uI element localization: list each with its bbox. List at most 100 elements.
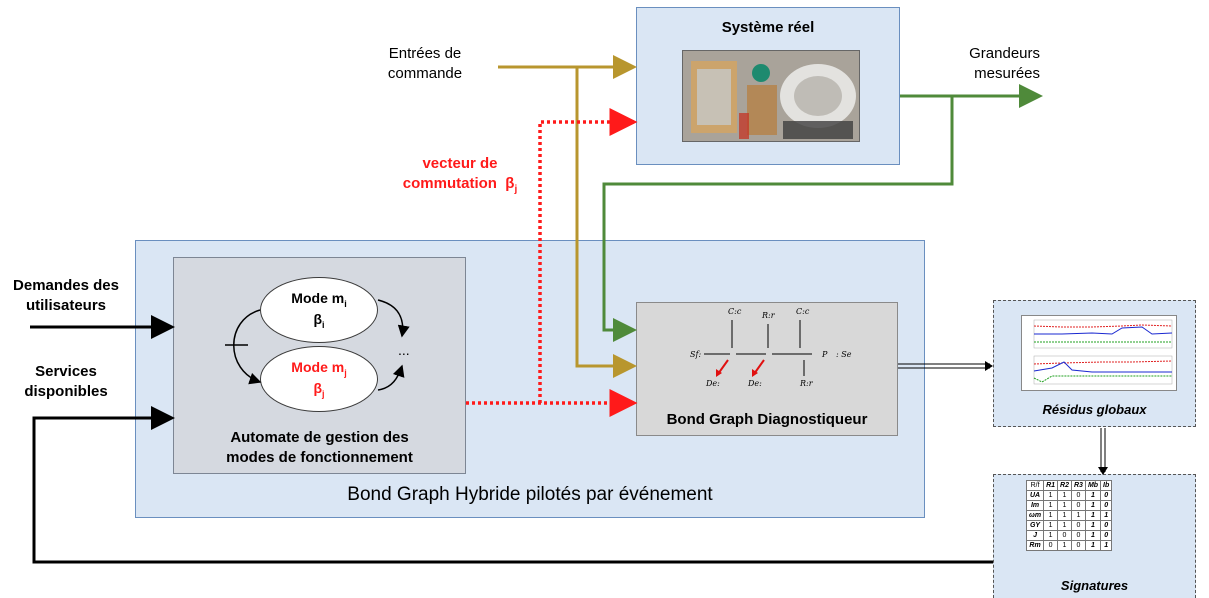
automate-ellipsis: ...: [398, 342, 410, 358]
sig-header-cell: R3: [1070, 480, 1086, 491]
signatures-table: R/f R1 R2 R3 Mb Ib UA 1 1 0 1 0 Im 1 1 0…: [1025, 480, 1113, 551]
sig-header-cell: Mb: [1084, 480, 1102, 491]
grandeurs-mesurees-label: Grandeurs mesurées: [900, 44, 1040, 83]
sig-cell: 0: [1070, 530, 1086, 541]
demandes-utilisateurs-label: Demandes des utilisateurs: [0, 276, 132, 315]
services-line-1: Services: [35, 363, 97, 380]
signatures-row: Rm 0 1 0 1 1: [1025, 540, 1113, 551]
sig-cell: 0: [1070, 520, 1086, 531]
sig-cell: 1: [1100, 540, 1113, 551]
signatures-header-row: R/f R1 R2 R3 Mb Ib: [1025, 480, 1113, 491]
sig-cell: 0: [1070, 500, 1086, 511]
bg-r1-label: R:r: [761, 311, 776, 320]
bg-de1-label: De:: [705, 379, 720, 388]
bond-graph-hybride-title: Bond Graph Hybride pilotés par événement: [347, 484, 713, 505]
sig-cell: 1: [1070, 510, 1086, 521]
vecteur-commutation-label: vecteur de commutation βj: [390, 154, 530, 196]
sig-cell: 0: [1100, 490, 1113, 501]
bg-c2-label: C:c: [796, 307, 810, 316]
residus-globaux-caption: Résidus globaux: [1042, 402, 1147, 417]
sig-cell: GY: [1025, 520, 1045, 531]
mode-j-sub: j: [344, 367, 347, 378]
bg-se-label: : Se: [836, 350, 852, 359]
sig-cell: 1: [1084, 530, 1102, 541]
sig-cell: 1: [1043, 510, 1059, 521]
bg-r2-label: R:r: [799, 379, 814, 388]
bg-de2-label: De:: [747, 379, 762, 388]
sig-cell: 1: [1043, 490, 1059, 501]
automate-caption-line-2: modes de fonctionnement: [226, 448, 413, 466]
sig-cell: 1: [1043, 530, 1059, 541]
vecteur-beta-sub: j: [514, 183, 518, 195]
bond-graph-diagnostiqueur-title: Bond Graph Diagnostiqueur: [666, 411, 868, 428]
sig-cell: 0: [1057, 530, 1072, 541]
grandeurs-line-2: mesurées: [974, 64, 1040, 82]
systeme-reel-title: Système réel: [721, 19, 815, 36]
sig-cell: Rm: [1025, 540, 1045, 551]
mode-j-beta: β: [313, 380, 323, 396]
sig-cell: 1: [1057, 500, 1072, 511]
sig-cell: 1: [1084, 500, 1102, 511]
sig-cell: 1: [1084, 490, 1102, 501]
sig-cell: 0: [1100, 520, 1113, 531]
sig-cell: Im: [1025, 500, 1045, 511]
sig-cell: 1: [1043, 520, 1059, 531]
signatures-table-wrap: R/f R1 R2 R3 Mb Ib UA 1 1 0 1 0 Im 1 1 0…: [1025, 480, 1113, 551]
residus-plot: [1021, 315, 1177, 391]
sig-cell: 0: [1070, 490, 1086, 501]
signatures-row: GY 1 1 0 1 0: [1025, 520, 1113, 531]
signatures-row: UA 1 1 0 1 0: [1025, 490, 1113, 501]
entrees-line-2: commande: [387, 64, 463, 82]
sig-header-cell: R2: [1057, 480, 1072, 491]
sig-cell: 0: [1100, 500, 1113, 511]
signatures-row: J 1 0 0 1 0: [1025, 530, 1113, 541]
demandes-line-1: Demandes des: [13, 277, 119, 294]
services-disponibles-label: Services disponibles: [0, 362, 132, 401]
sig-cell: 1: [1084, 540, 1102, 551]
sig-header-cell: Ib: [1100, 480, 1113, 491]
sig-cell: 0: [1070, 540, 1086, 551]
mode-i-beta-sub: i: [322, 319, 325, 330]
sig-cell: 1: [1084, 520, 1102, 531]
sig-header-cell: R1: [1043, 480, 1059, 491]
signatures-row: ωm 1 1 1 1 1: [1025, 510, 1113, 521]
systeme-reel-photo: [682, 50, 860, 142]
sig-cell: 1: [1057, 520, 1072, 531]
mode-j-beta-sub: j: [322, 388, 325, 399]
sig-cell: J: [1025, 530, 1045, 541]
sig-cell: 1: [1057, 510, 1072, 521]
sig-cell: 1: [1057, 490, 1072, 501]
automate-caption-line-1: Automate de gestion des: [230, 429, 409, 446]
vecteur-beta: β: [505, 174, 515, 192]
signatures-row: Im 1 1 0 1 0: [1025, 500, 1113, 511]
mode-i-ellipse: Mode mi βi: [260, 277, 378, 343]
sig-cell: 1: [1084, 510, 1102, 521]
bg-pint-label: P: [821, 350, 828, 359]
services-line-2: disponibles: [24, 382, 108, 400]
demandes-line-2: utilisateurs: [25, 296, 107, 314]
mode-i-label: Mode m: [291, 290, 345, 307]
sig-cell: UA: [1025, 490, 1045, 501]
mode-j-label: Mode m: [291, 359, 345, 376]
vecteur-line-2: commutation: [402, 174, 497, 192]
bg-sf-label: Sf:: [690, 350, 701, 359]
mode-j-ellipse: Mode mj βj: [260, 346, 378, 412]
sig-cell: ωm: [1025, 510, 1045, 521]
mode-i-beta: β: [313, 311, 323, 327]
signatures-caption: Signatures: [1060, 578, 1129, 593]
mode-i-sub: i: [344, 298, 347, 309]
automate-caption: Automate de gestion des modes de fonctio…: [173, 428, 466, 467]
sig-cell: 1: [1043, 500, 1059, 511]
system-photo-graphic: [683, 51, 859, 141]
entrees-de-commande-label: Entrées de commande: [360, 44, 490, 83]
sig-cell: 0: [1100, 530, 1113, 541]
sig-cell: 0: [1043, 540, 1059, 551]
grandeurs-line-1: Grandeurs: [969, 45, 1040, 62]
vecteur-line-1: vecteur de: [422, 155, 498, 172]
sig-cell: 1: [1100, 510, 1113, 521]
residus-plot-graphic: [1033, 319, 1173, 385]
sig-cell: 1: [1057, 540, 1072, 551]
entrees-line-1: Entrées de: [388, 45, 462, 62]
sig-header-cell: R/f: [1025, 480, 1045, 491]
bg-c1-label: C:c: [728, 307, 742, 316]
